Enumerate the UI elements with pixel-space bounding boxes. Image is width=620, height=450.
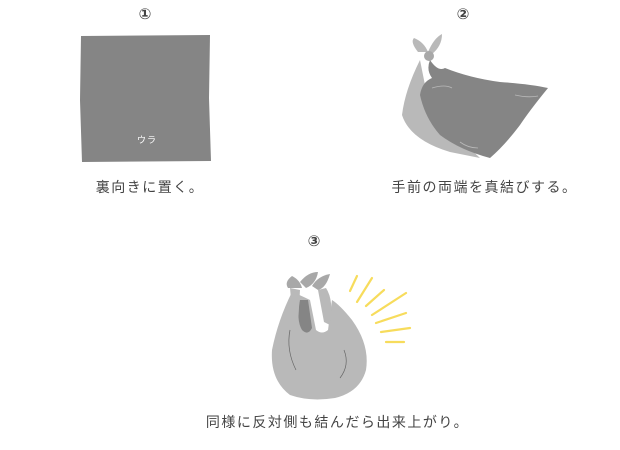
step-caption-2: 手前の両端を真結びする。 (391, 180, 578, 196)
step-number-2: ② (456, 5, 470, 23)
cloth-back-label: ウラ (137, 136, 158, 146)
step-number-1: ① (138, 5, 152, 23)
sparkle-lines (348, 274, 412, 344)
step-caption-1: 裏向きに置く。 (95, 180, 205, 196)
step-caption-3: 同様に反対側も結んだら出来上がり。 (205, 415, 470, 431)
step-number-3: ③ (307, 232, 321, 250)
